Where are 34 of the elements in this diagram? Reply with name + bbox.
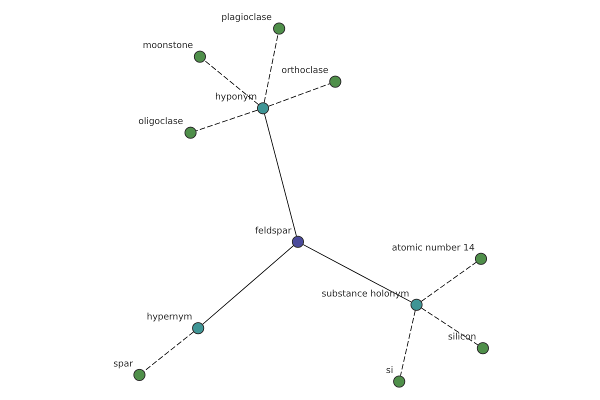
node-circle <box>476 342 488 354</box>
connector <box>400 310 416 376</box>
node-circle <box>474 252 487 265</box>
node-label: moonstone <box>142 41 193 52</box>
node-label: silicon <box>447 332 476 343</box>
connector <box>264 113 296 237</box>
connector <box>263 34 278 103</box>
node-label: feldspar <box>254 226 291 236</box>
node-label: hypernym <box>146 312 192 323</box>
node-label: orthoclase <box>280 66 328 76</box>
connector <box>202 245 294 325</box>
connector <box>203 60 258 106</box>
node-circle <box>272 22 285 35</box>
node-circle <box>132 368 145 381</box>
node-circle <box>192 322 204 334</box>
connector <box>142 331 194 372</box>
node-circle <box>193 50 206 63</box>
node-label: hyponym <box>214 92 257 103</box>
node-circle <box>328 76 341 88</box>
node-circle <box>256 102 269 114</box>
node-label: oligoclase <box>138 117 183 128</box>
node-circle <box>410 298 422 311</box>
node-label: spar <box>112 359 132 370</box>
node-label: plagioclase <box>220 13 272 24</box>
connector <box>420 307 478 346</box>
node-label: si <box>386 366 393 376</box>
connector <box>302 244 411 302</box>
node-circle <box>184 126 196 139</box>
node-circle <box>291 236 304 248</box>
connector <box>420 262 476 302</box>
node-circle <box>392 375 405 388</box>
connector <box>268 83 330 107</box>
node-label: atomic number 14 <box>391 243 474 254</box>
connector <box>195 110 258 132</box>
